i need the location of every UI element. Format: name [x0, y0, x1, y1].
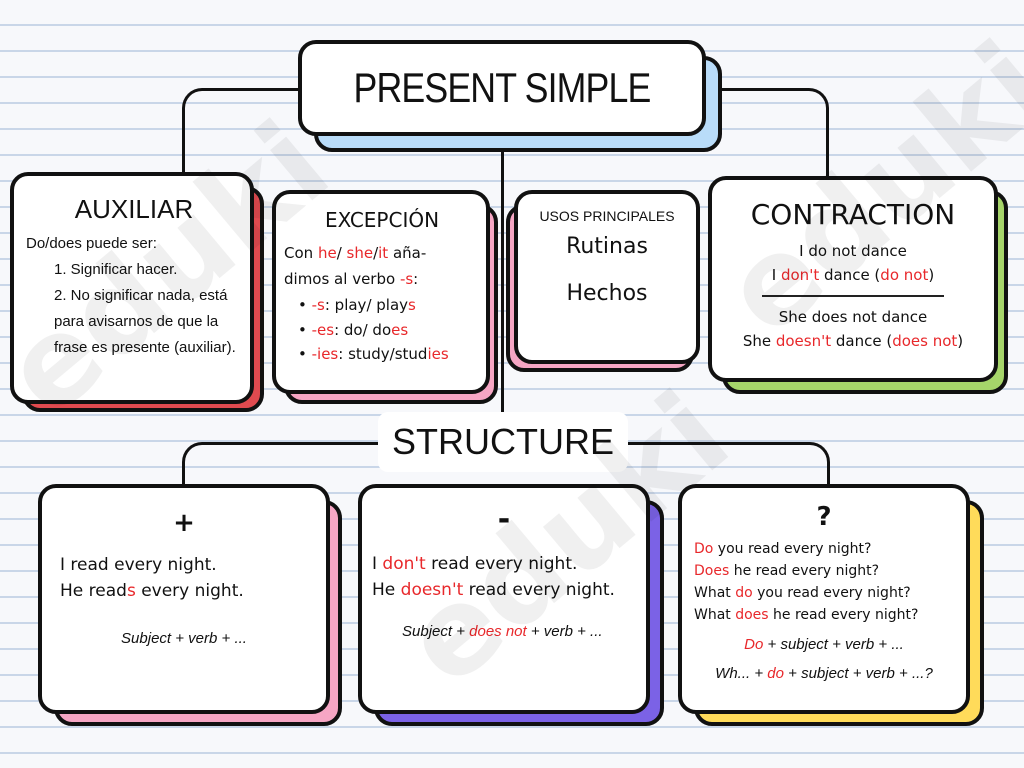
example-line: What do you read every night?	[694, 585, 911, 601]
usos-title: USOS PRINCIPALES	[539, 208, 675, 224]
connector	[501, 136, 504, 436]
bullet-item: • -ies: study/studies	[298, 345, 449, 363]
auxiliar-item: 2. No significar nada, está para avisarn…	[54, 287, 236, 356]
structure-label: STRUCTURE	[378, 412, 628, 472]
minus-symbol: -	[497, 502, 511, 537]
positive-card: + I read every night. He reads every nig…	[38, 484, 330, 714]
plus-symbol: +	[173, 508, 195, 538]
connector	[705, 88, 829, 183]
excepcion-title: EXCEPCIÓN	[324, 208, 440, 232]
excepcion-line: dimos al verbo -s:	[284, 270, 419, 288]
excepcion-line: Con he/ she/it aña-	[284, 244, 427, 262]
auxiliar-item: 1. Significar hacer.	[54, 261, 178, 278]
example-line: He reads every night.	[60, 581, 244, 601]
bullet-item: • -s: play/ plays	[298, 296, 416, 314]
question-card: ? Do you read every night? Does he read …	[678, 484, 970, 714]
usos-card: USOS PRINCIPALES Rutinas Hechos	[514, 190, 700, 364]
divider	[762, 295, 944, 297]
example-line: What does he read every night?	[694, 607, 919, 623]
title-box: PRESENT SIMPLE	[298, 40, 706, 136]
contraction-line: I do not dance	[799, 242, 907, 260]
auxiliar-title: AUXILIAR	[74, 194, 194, 224]
usos-item: Rutinas	[566, 234, 648, 259]
contraction-line: She does not dance	[778, 308, 928, 326]
example-line: I don't read every night.	[372, 554, 578, 574]
negative-card: - I don't read every night. He doesn't r…	[358, 484, 650, 714]
contraction-line: I don't dance (do not)	[771, 266, 935, 284]
formula: Wh... + do + subject + verb + ...?	[715, 665, 933, 682]
example-line: I read every night.	[60, 555, 217, 575]
example-line: Do you read every night?	[694, 541, 872, 557]
auxiliar-card: AUXILIAR Do/does puede ser: 1. Significa…	[10, 172, 254, 404]
bullet-item: • -es: do/ does	[298, 321, 409, 339]
auxiliar-intro: Do/does puede ser:	[26, 235, 157, 252]
excepcion-card: EXCEPCIÓN Con he/ she/it aña- dimos al v…	[272, 190, 490, 394]
question-symbol: ?	[816, 502, 832, 532]
example-line: Does he read every night?	[694, 563, 880, 579]
contraction-card: CONTRACTION I do not dance I don't dance…	[708, 176, 998, 382]
connector	[182, 88, 302, 188]
contraction-line: She doesn't dance (does not)	[742, 332, 964, 350]
formula: Subject + verb + ...	[121, 630, 247, 647]
contraction-title: CONTRACTION	[750, 198, 956, 231]
formula: Do + subject + verb + ...	[744, 636, 904, 653]
usos-item: Hechos	[566, 281, 648, 306]
formula: Subject + does not + verb + ...	[402, 623, 603, 640]
example-line: He doesn't read every night.	[372, 580, 615, 600]
page-title: PRESENT SIMPLE	[353, 64, 652, 111]
